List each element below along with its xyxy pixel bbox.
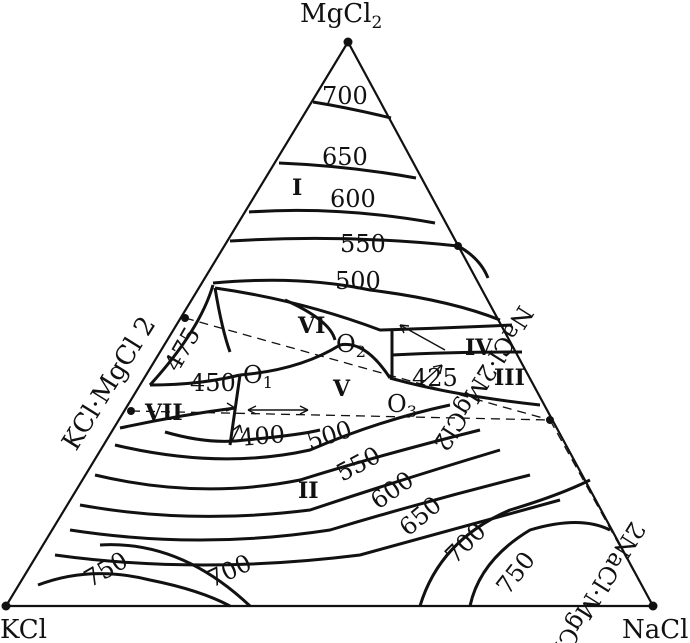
isotherm-label-700-top: 700: [322, 82, 368, 110]
vertex-label-nacl: NaCl: [622, 615, 688, 643]
isotherm-650-low: [69, 473, 531, 542]
isotherm-700-left: [99, 543, 252, 608]
isotherm-500: [212, 278, 501, 322]
isotherm-label-500-low: 500: [303, 415, 355, 456]
boundary-upper: [214, 286, 513, 332]
field-label-v: V: [332, 376, 351, 402]
isotherm-label-500: 500: [335, 267, 381, 295]
boundary-450: [149, 373, 241, 387]
isotherm-700-top: [312, 100, 392, 120]
lower-isotherms: [37, 403, 611, 608]
isotherm-label-600: 600: [330, 185, 376, 213]
field-label-iii: III: [494, 365, 525, 391]
triangle-frame: [4, 39, 655, 608]
isotherm-600-low: [79, 448, 501, 518]
vertex-label-mgcl2: MgCl2: [300, 0, 382, 33]
boundary-o1-down: [228, 374, 242, 446]
boundary-400: [164, 428, 321, 443]
vertex-dot-kcl: [1, 601, 11, 611]
boundary-vi-left: [213, 287, 232, 353]
boundary-o1-o2: [239, 342, 392, 379]
field-label-i: I: [292, 175, 302, 201]
boundary-lines: [119, 284, 541, 446]
isotherm-label-550-low: 550: [332, 441, 386, 487]
field-label-ii: II: [298, 478, 319, 504]
boundary-o3: [389, 376, 541, 407]
isotherm-label-750-left: 750: [79, 546, 133, 593]
vertex-label-kcl: KCl: [0, 615, 47, 643]
isotherm-label-425: 425: [412, 364, 458, 392]
upper-isotherms: [212, 100, 501, 322]
isotherm-650: [278, 161, 417, 180]
field-label-vi: VI: [297, 313, 325, 339]
point-label-o2: O2: [336, 330, 366, 361]
isotherm-label-450: 450: [190, 369, 236, 397]
isotherm-label-650: 650: [322, 143, 368, 171]
point-label-o1: O1: [243, 361, 273, 392]
isotherm-750-right: [468, 521, 611, 607]
point-label-o3: O3: [387, 390, 417, 421]
arrows: [225, 324, 446, 446]
isotherm-600: [248, 208, 436, 225]
isotherm-label-550: 550: [340, 230, 386, 258]
vertex-dot-mgcl2: [343, 37, 353, 47]
dashed-joins: [130, 245, 654, 607]
field-label-vii: VII: [144, 400, 183, 426]
isotherm-label-400: 400: [238, 420, 286, 452]
isotherm-750-left: [37, 572, 231, 608]
isotherm-550: [229, 236, 490, 279]
field-label-iv: IV: [465, 335, 493, 361]
isotherm-500-low: [114, 403, 451, 461]
boundary-vii: [119, 406, 236, 430]
boundary-vi-curve: [284, 298, 337, 341]
boundary-iv: [391, 350, 523, 357]
isotherm-700-right: [418, 478, 591, 607]
boundary-475: [148, 284, 215, 387]
isotherm-550-low: [94, 428, 481, 491]
